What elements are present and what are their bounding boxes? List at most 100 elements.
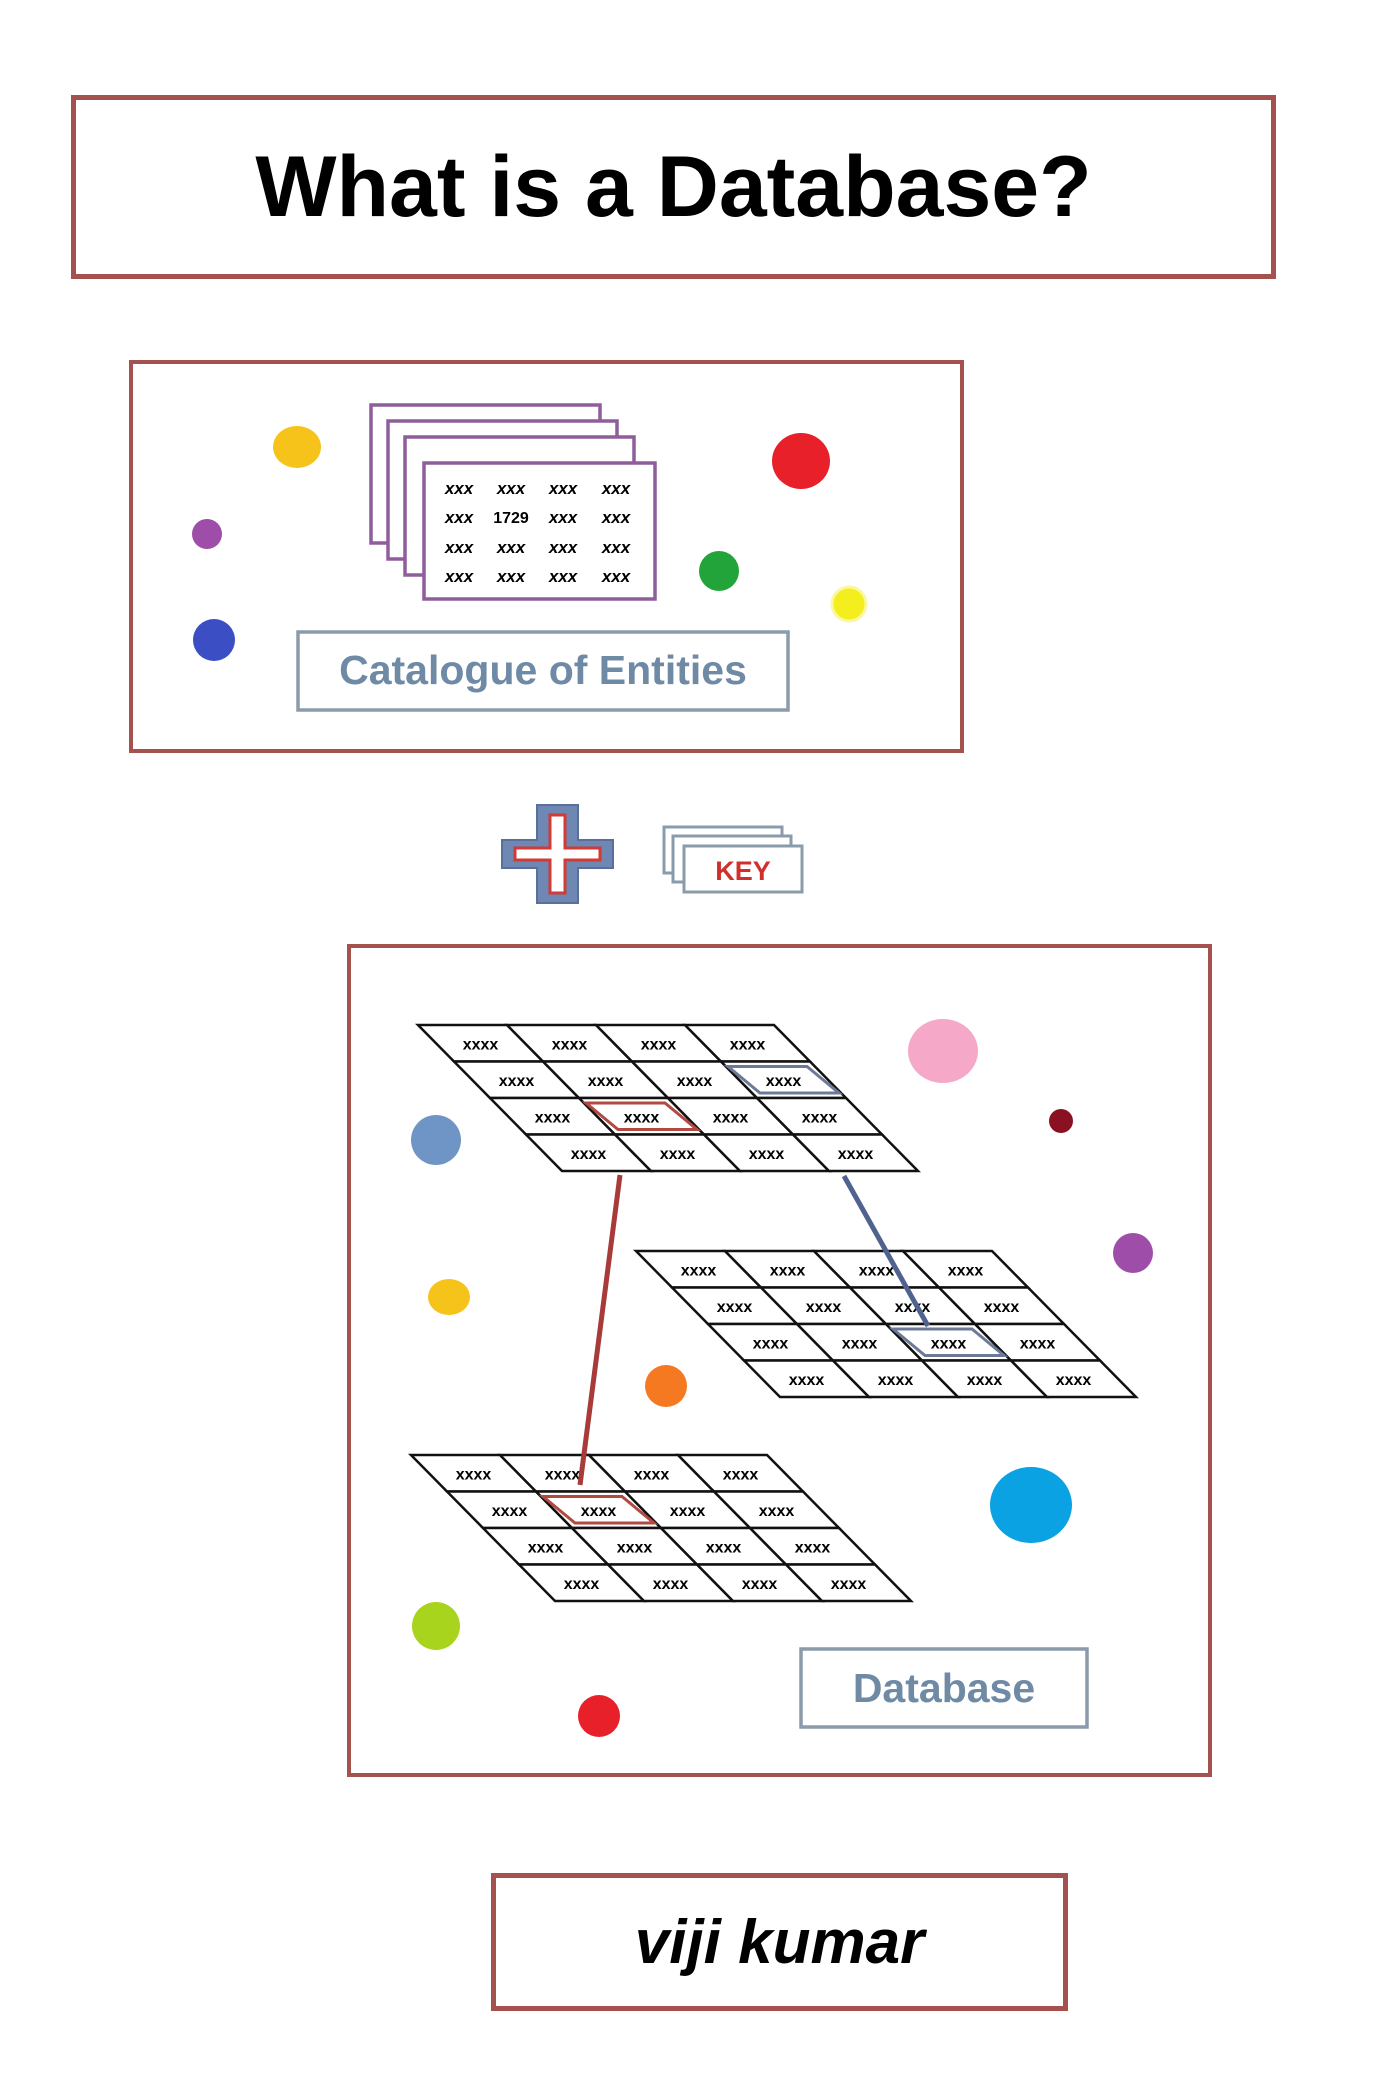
table-cell-text: xxxx: [499, 1073, 535, 1090]
entity-card-cell: xxx: [548, 479, 579, 498]
entity-card-cell: xxx: [496, 567, 527, 586]
table-cell-text: xxxx: [681, 1262, 717, 1279]
table-cell-text: xxxx: [831, 1576, 867, 1593]
table-cell-text: xxxx: [677, 1073, 713, 1090]
page-title: What is a Database?: [255, 138, 1092, 235]
table-cell-text: xxxx: [878, 1372, 914, 1389]
table-cell-text: xxxx: [742, 1576, 778, 1593]
table-cell-text: xxxx: [967, 1372, 1003, 1389]
title-frame: What is a Database?: [71, 95, 1276, 279]
table-cell-text: xxxx: [842, 1335, 878, 1352]
table-cell: [1008, 1359, 1139, 1399]
table-cell-text: xxxx: [571, 1146, 607, 1163]
decor-dot: [578, 1695, 620, 1737]
table-cell-text: xxxx: [456, 1466, 492, 1483]
entity-card-cell: xxx: [444, 538, 475, 557]
table-cell-text: xxxx: [838, 1146, 874, 1163]
table-cell-text: xxxx: [581, 1503, 617, 1520]
table-cell-text: xxxx: [759, 1503, 795, 1520]
decor-dot: [428, 1279, 470, 1315]
table-cell-text: xxxx: [948, 1262, 984, 1279]
table-cell-text: xxxx: [789, 1372, 825, 1389]
table-cell-text: xxxx: [552, 1036, 588, 1053]
author-name: viji kumar: [634, 1907, 925, 1977]
plus-icon: [501, 804, 614, 904]
decor-dot: [645, 1365, 687, 1407]
decor-dot: [1049, 1109, 1073, 1133]
entity-card-cell: xxx: [548, 508, 579, 527]
author-frame: viji kumar: [491, 1873, 1068, 2011]
key-cell-highlight: [538, 1495, 659, 1525]
table-top: xxxx xxxx xxxx xxxx xxxx xxxx xxxx xxxx xxxx xxxx…: [415, 1023, 921, 1173]
table-cell-text: xxxx: [859, 1262, 895, 1279]
table-cell-text: xxxx: [528, 1539, 564, 1556]
entity-card-stack: xxx xxx xxx xxx xxx 1729 xxx xxx xxx xxx xxx xxx xxx…: [369, 403, 657, 601]
table-cell-text: xxxx: [802, 1109, 838, 1126]
table-cell-text: xxxx: [766, 1073, 802, 1090]
table-cell-text: xxxx: [617, 1539, 653, 1556]
table-bottom: xxxx xxxx xxxx xxxx xxxx xxxx xxxx xxxx xxxx xxxx…: [408, 1453, 914, 1603]
catalogue-dots: [192, 426, 868, 661]
entity-card-cell: xxx: [444, 567, 475, 586]
table-cell: [783, 1563, 914, 1603]
table-cell-text: xxxx: [931, 1335, 967, 1352]
table-cell-text: xxxx: [730, 1036, 766, 1053]
table-cell-text: xxxx: [706, 1539, 742, 1556]
key-cell-highlight: [723, 1065, 844, 1095]
table-cell-text: xxxx: [1020, 1335, 1056, 1352]
decor-dot: [772, 433, 830, 489]
entity-card-cell: xxx: [496, 479, 527, 498]
database-label: Database: [853, 1665, 1035, 1711]
table-cell-text: xxxx: [753, 1335, 789, 1352]
table-cell-text: xxxx: [1056, 1372, 1092, 1389]
table-cell: [790, 1133, 921, 1173]
key-cell-highlight: [581, 1101, 702, 1131]
decor-dot: [193, 619, 235, 661]
decor-dot: [908, 1019, 978, 1083]
table-cell-text: xxxx: [806, 1299, 842, 1316]
entity-card-cell: xxx: [496, 538, 527, 557]
table-cell-text: xxxx: [492, 1503, 528, 1520]
entity-card-cell: xxx: [444, 508, 475, 527]
table-cell-text: xxxx: [545, 1466, 581, 1483]
database-dots: [411, 1019, 1153, 1737]
table-cell-text: xxxx: [713, 1109, 749, 1126]
catalogue-label: Catalogue of Entities: [339, 647, 747, 693]
entity-card-cell: xxx: [601, 508, 632, 527]
entity-card-cell: xxx: [601, 538, 632, 557]
entity-card-cell: xxx: [444, 479, 475, 498]
relation-link-red: [577, 1174, 623, 1486]
table-cell-text: xxxx: [641, 1036, 677, 1053]
database-label-box: [799, 1647, 1089, 1729]
entity-card-cell: xxx: [601, 567, 632, 586]
table-cell-text: xxxx: [795, 1539, 831, 1556]
decor-dot: [411, 1115, 461, 1165]
table-cell-text: xxxx: [717, 1299, 753, 1316]
entity-card-cell: xxx: [548, 567, 579, 586]
entity-card-cell: xxx: [548, 538, 579, 557]
key-icon: KEY: [662, 825, 804, 894]
table-middle: xxxx xxxx xxxx xxxx xxxx xxxx xxxx xxxx xxxx xxxx…: [633, 1249, 1139, 1399]
table-cell-text: xxxx: [670, 1503, 706, 1520]
table-cell-text: xxxx: [749, 1146, 785, 1163]
decor-dot: [412, 1602, 460, 1650]
decor-dot: [273, 426, 321, 468]
table-cell-text: xxxx: [634, 1466, 670, 1483]
decor-dot: [1113, 1233, 1153, 1273]
decor-dot: [192, 519, 222, 549]
key-cell-highlight: [888, 1327, 1009, 1357]
table-cell-text: xxxx: [624, 1109, 660, 1126]
entity-card-cell: 1729: [493, 510, 529, 527]
catalogue-label-box: [296, 630, 790, 712]
table-cell-text: xxxx: [653, 1576, 689, 1593]
table-cell-text: xxxx: [535, 1109, 571, 1126]
decor-dot: [990, 1467, 1072, 1543]
table-cell-text: xxxx: [660, 1146, 696, 1163]
entity-card-front: [422, 461, 657, 601]
table-cell-text: xxxx: [770, 1262, 806, 1279]
relation-link-blue: [841, 1174, 931, 1328]
decor-dot: [830, 585, 868, 623]
entity-card-values: xxx xxx xxx xxx xxx 1729 xxx xxx xxx xxx xxx xxx xxx…: [444, 479, 632, 586]
table-cell-text: xxxx: [463, 1036, 499, 1053]
